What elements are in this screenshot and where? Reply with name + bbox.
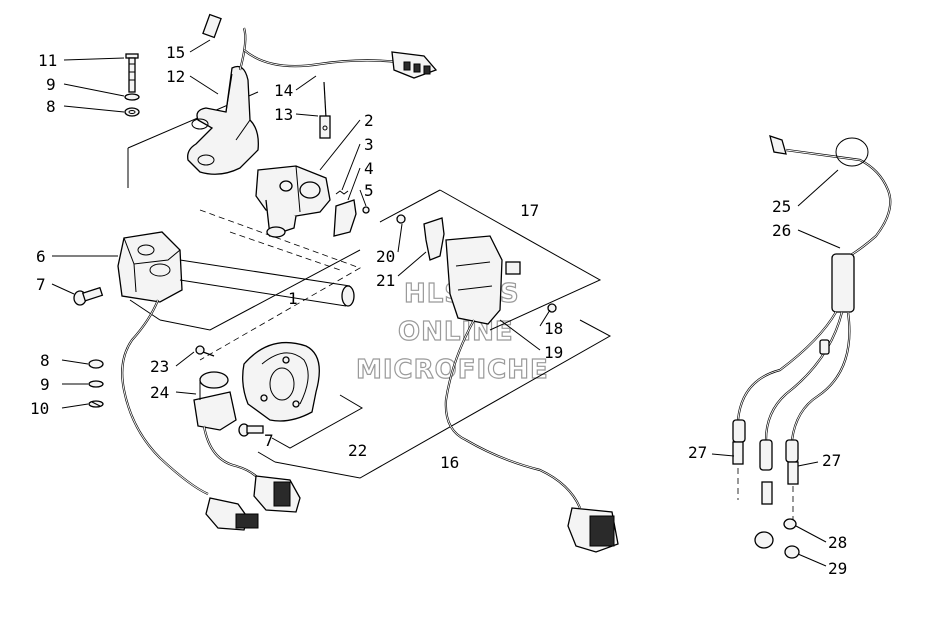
watermark-line-2: ONLINE [398, 317, 514, 347]
callout-13: 13 [274, 105, 293, 124]
callout-21: 21 [376, 271, 395, 290]
callout-28: 28 [828, 533, 847, 552]
callout-6: 6 [36, 247, 46, 266]
hand-warmer-switch-housing [242, 342, 320, 422]
switch-housing [255, 165, 331, 238]
callout-19: 19 [544, 343, 563, 362]
callout-23: 23 [150, 357, 169, 376]
nut-lower [88, 359, 104, 369]
callout-1: 1 [288, 289, 298, 308]
throttle-block [117, 231, 183, 303]
callout-2: 2 [364, 111, 374, 130]
small-screw [362, 206, 370, 214]
callout-14: 14 [274, 81, 293, 100]
callout-17: 17 [520, 201, 539, 220]
switch-24 [193, 371, 237, 431]
callout-5: 5 [364, 181, 374, 200]
heater-bulb-right [787, 461, 799, 520]
callout-24: 24 [150, 383, 169, 402]
nut-top [124, 107, 140, 117]
screw-23 [195, 345, 215, 357]
throttle-shaft [179, 259, 355, 307]
callout-8-lower: 8 [40, 351, 50, 370]
spring-pin [335, 190, 349, 195]
callout-7-upper: 7 [36, 275, 46, 294]
screw-20 [396, 214, 406, 224]
screw-lower [238, 423, 264, 437]
screw-left [73, 286, 104, 306]
callout-16: 16 [440, 453, 459, 472]
callout-labels: 1 2 3 4 5 6 7 7 8 8 9 9 10 11 12 13 14 1… [30, 43, 847, 578]
throttle-block-wire [121, 299, 259, 531]
callout-9-lower: 9 [40, 375, 50, 394]
grommet-29 [754, 531, 800, 559]
callout-8-upper: 8 [46, 97, 56, 116]
lock-washer-lower [88, 400, 104, 408]
terminal-28 [761, 481, 797, 530]
callout-15: 15 [166, 43, 185, 62]
callout-3: 3 [364, 135, 374, 154]
heater-switch-bracket [445, 235, 557, 325]
callout-26: 26 [772, 221, 791, 240]
clip-21 [423, 217, 445, 261]
throttle-mount-bolt [125, 53, 139, 93]
callout-27-right: 27 [822, 451, 841, 470]
callout-12: 12 [166, 67, 185, 86]
callout-11: 11 [38, 51, 57, 70]
harness-16 [444, 319, 619, 553]
callout-22: 22 [348, 441, 367, 460]
terminal-pin [319, 81, 331, 139]
sensor-harness [732, 135, 892, 471]
contact-plate [333, 199, 357, 237]
throttle-lever [187, 65, 259, 175]
switch-24-wire [202, 425, 301, 513]
callout-4: 4 [364, 159, 374, 178]
callout-20: 20 [376, 247, 395, 266]
heater-bulb-left [732, 441, 744, 500]
callout-9-upper: 9 [46, 75, 56, 94]
callout-25: 25 [772, 197, 791, 216]
leader-lines [51, 39, 841, 567]
callout-27-left: 27 [688, 443, 707, 462]
lock-washer-top [124, 93, 140, 101]
callout-10: 10 [30, 399, 49, 418]
callout-7-lower: 7 [264, 431, 274, 450]
callout-18: 18 [544, 319, 563, 338]
washer-lower [88, 380, 104, 388]
callout-29: 29 [828, 559, 847, 578]
kill-switch-harness [202, 13, 438, 79]
